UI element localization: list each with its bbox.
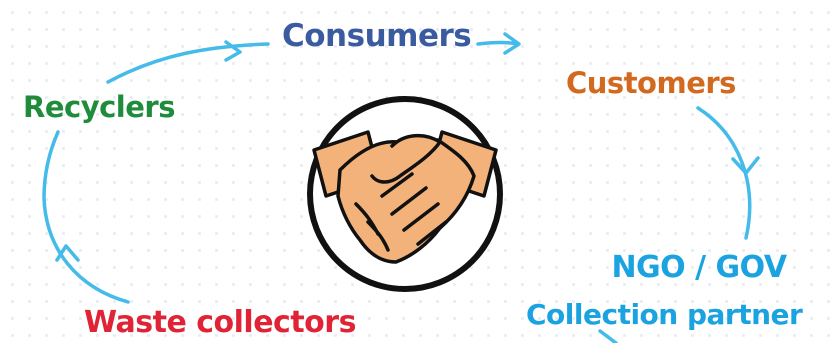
node-recyclers: Recyclers xyxy=(23,90,175,124)
arrow-waste-to-recyclers xyxy=(42,130,130,304)
arrowhead-consumers-to-customers xyxy=(503,32,521,55)
node-customers: Customers xyxy=(566,66,736,100)
arrow-customers-to-ngo xyxy=(696,106,752,240)
arrow-consumers-to-customers xyxy=(476,40,520,46)
arrowhead-customers-to-ngo xyxy=(731,156,760,175)
arrowhead-recyclers-to-consumers xyxy=(224,40,242,62)
node-consumers: Consumers xyxy=(282,18,472,54)
arrow-recyclers-to-consumers xyxy=(106,42,270,84)
handshake-icon xyxy=(307,96,503,292)
node-waste-collectors: Waste collectors xyxy=(84,305,356,340)
node-collection-partner: Collection partner xyxy=(526,298,803,331)
arrow-ngo-stub xyxy=(598,329,618,343)
node-ngo-gov: NGO / GOV xyxy=(611,250,787,285)
arrowhead-waste-to-recyclers xyxy=(55,244,80,262)
cycle-arrows xyxy=(42,32,760,343)
